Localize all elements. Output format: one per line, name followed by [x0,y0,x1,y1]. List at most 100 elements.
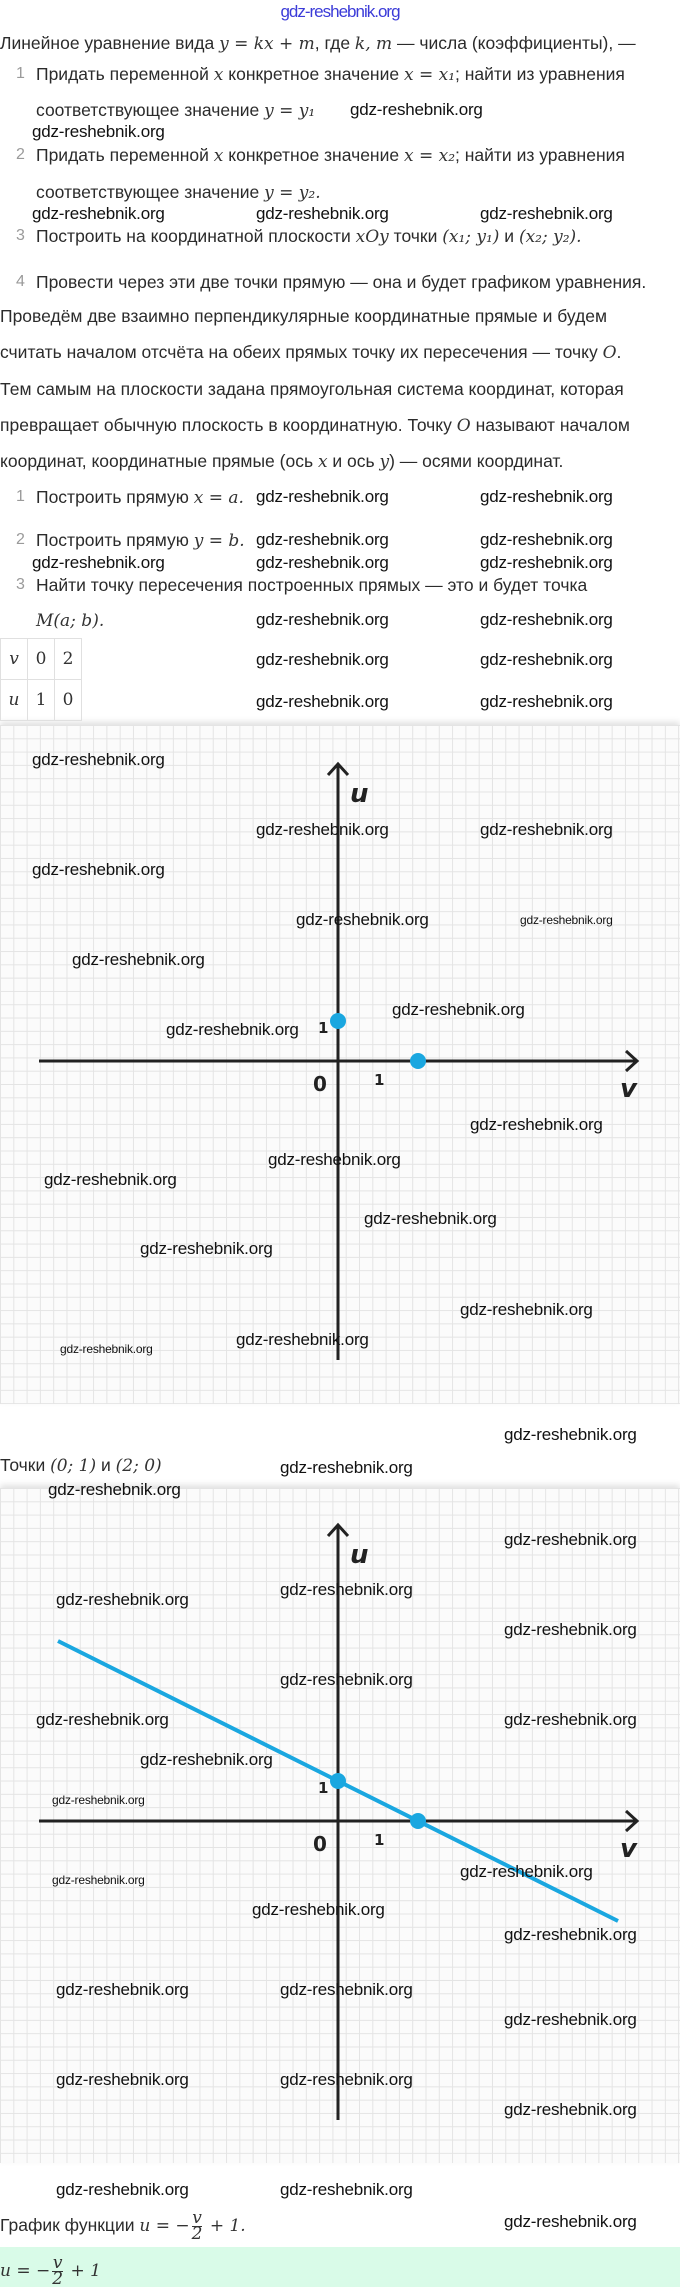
u-axis-arrow-icon [326,761,350,777]
list-number: 2 [16,146,25,163]
text-segment: Точки [0,1455,51,1475]
intro-text: Линейное уравнение вида y = kx + m, где … [0,32,636,55]
text-segment: Найти точку пересечения построенных прям… [36,575,588,595]
watermark-text: gdz-reshebnik.org [52,1793,145,1807]
math-expression: xOy [355,227,389,247]
watermark-text: gdz-reshebnik.org [504,1710,637,1729]
watermark-text: gdz-reshebnik.org [32,860,165,879]
watermark-text: gdz-reshebnik.org [56,2180,189,2199]
list-number: 2 [16,531,25,548]
math-expression: x [213,65,224,85]
watermark-text: gdz-reshebnik.org [280,1580,413,1599]
watermark-text: gdz-reshebnik.org [350,100,483,119]
watermark-text: gdz-reshebnik.org [32,122,165,141]
table-head-u: u [0,679,28,721]
site-link[interactable]: gdz-reshebnik.org [280,2,400,21]
text-segment: Проведём две взаимно перпендикулярные ко… [0,306,608,326]
data-point [330,1773,346,1789]
math-expression: O [602,343,617,363]
caption-text: График функции [0,2215,140,2236]
watermark-text: gdz-reshebnik.org [480,692,613,711]
math-expression: x = a. [193,488,244,508]
watermark-text: gdz-reshebnik.org [392,1000,525,1019]
watermark-text: gdz-reshebnik.org [166,1020,299,1039]
watermark-text: gdz-reshebnik.org [280,2070,413,2089]
text-segment: конкретное значение [223,64,404,84]
list-number: 3 [16,576,25,593]
x-tick-label: 1 [374,1071,384,1089]
v-axis-arrow-icon [624,1049,640,1073]
fraction-numerator: v [52,2253,63,2273]
watermark-text: gdz-reshebnik.org [504,1925,637,1944]
list-item: Придать переменной x конкретное значение… [36,63,625,86]
watermark-text: gdz-reshebnik.org [480,530,613,549]
watermark-text: gdz-reshebnik.org [480,553,613,572]
math-expression: x [213,146,224,166]
list-item: Построить на координатной плоскости xOy … [36,225,582,248]
fraction-denominator: 2 [191,2224,203,2244]
watermark-text: gdz-reshebnik.org [280,2180,413,2199]
list-item: Построить прямую x = a. [36,486,244,509]
v-axis-label: v [620,1074,638,1104]
text-segment: называют началом [470,415,630,435]
watermark-text: gdz-reshebnik.org [256,553,389,572]
list-number: 1 [16,65,25,82]
fraction-denominator: 2 [52,2269,64,2289]
watermark-text: gdz-reshebnik.org [44,1170,177,1189]
text-segment: соответствующее значение [36,182,265,202]
text-segment: превращает обычную плоскость в координат… [0,415,457,435]
formula-part: + 1 [65,2261,101,2282]
formula-part: u = − [139,2216,190,2237]
math-expression: (2; 0) [115,1456,162,1476]
watermark-text: gdz-reshebnik.org [268,1150,401,1169]
watermark-text: gdz-reshebnik.org [72,950,205,969]
formula-part: + 1. [204,2216,246,2237]
y-tick-label: 1 [318,1779,328,1797]
watermark-text: gdz-reshebnik.org [236,1330,369,1349]
formula-part: u = − [0,2261,51,2282]
watermark-text: gdz-reshebnik.org [60,1342,153,1356]
math-expression: (x₂; y₂). [518,227,582,247]
table-row: v 0 2 [0,638,82,680]
watermark-text: gdz-reshebnik.org [480,487,613,506]
watermark-text: gdz-reshebnik.org [480,820,613,839]
watermark-text: gdz-reshebnik.org [256,530,389,549]
paragraph-line: считать началом отсчёта на обеих прямых … [0,341,621,364]
math-expression: y = b. [193,531,245,551]
watermark-text: gdz-reshebnik.org [32,750,165,769]
watermark-text: gdz-reshebnik.org [280,1980,413,1999]
watermark-text: gdz-reshebnik.org [56,1590,189,1609]
watermark-text: gdz-reshebnik.org [36,1710,169,1729]
text-segment: и ось [327,451,380,471]
watermark-text: gdz-reshebnik.org [52,1873,145,1887]
watermark-text: gdz-reshebnik.org [280,1458,413,1477]
paragraph-line: превращает обычную плоскость в координат… [0,414,630,437]
text-segment: Построить на координатной плоскости [36,226,356,246]
u-axis-arrow-icon [326,1522,350,1538]
paragraph-line: Тем самым на плоскости задана прямоуголь… [0,378,624,400]
watermark-text: gdz-reshebnik.org [520,913,613,927]
watermark-text: gdz-reshebnik.org [504,2010,637,2029]
math-expression: y = y₁ [264,101,316,121]
fraction-numerator: v [192,2208,202,2228]
text-segment: Линейное уравнение вида [0,33,220,53]
list-item: Придать переменной x конкретное значение… [36,144,625,167]
text-segment: Придать переменной [36,145,214,165]
watermark-text: gdz-reshebnik.org [280,1670,413,1689]
watermark-text: gdz-reshebnik.org [256,692,389,711]
formula-box [0,2247,680,2287]
watermark-text: gdz-reshebnik.org [32,553,165,572]
text-segment: соответствующее значение [36,100,265,120]
list-number: 3 [16,227,25,244]
list-item: M(a; b). [36,609,104,632]
origin-label: 0 [313,1832,327,1856]
text-segment: координат, координатные прямые (ось [0,451,318,471]
watermark-text: gdz-reshebnik.org [470,1115,603,1134]
text-segment: ; найти из уравнения [455,64,625,84]
text-segment: ; найти из уравнения [455,145,625,165]
